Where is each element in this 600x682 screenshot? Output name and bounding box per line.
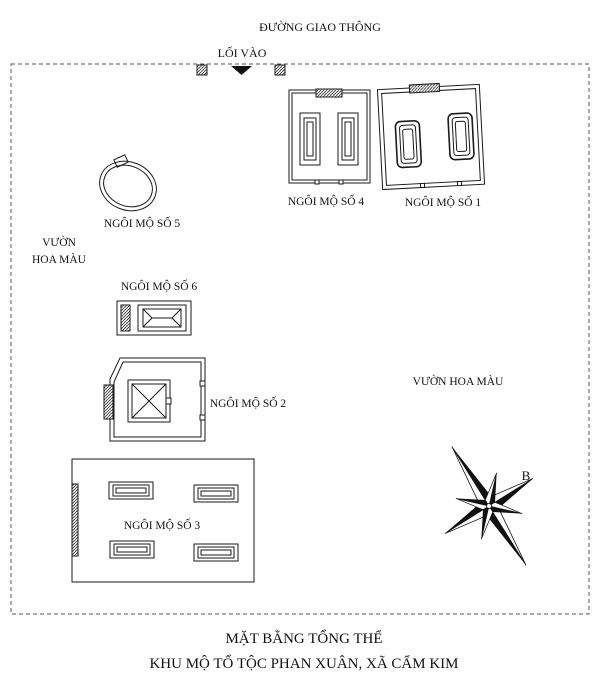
- tomb-1-grave-right: [447, 112, 475, 161]
- tomb-2-label: NGÔI MỘ SỐ 2: [210, 395, 287, 410]
- tomb-4-stele: [315, 88, 343, 98]
- entrance-label: LỐI VÀO: [218, 45, 267, 60]
- tomb-4-label: NGÔI MỘ SỐ 4: [288, 193, 365, 208]
- entrance-arrow-icon: [231, 66, 252, 75]
- tomb-5-label: NGÔI MỘ SỐ 5: [104, 215, 181, 230]
- tomb-1-label: NGÔI MỘ SỐ 1: [405, 194, 482, 209]
- garden-right-label: VƯỜN HOA MÀU: [413, 374, 504, 388]
- tomb-3-stele: [71, 483, 79, 557]
- tomb-4: [288, 88, 371, 185]
- compass-rose-icon: [444, 446, 534, 566]
- entrance-left-pillar: [196, 64, 208, 76]
- tomb-6-stele: [120, 304, 131, 332]
- tomb-1-grave-left: [394, 120, 423, 169]
- tomb-3-grave-bottom-left: [109, 540, 155, 559]
- tomb-3-grave-top-right: [193, 484, 239, 503]
- tomb-6: [116, 300, 192, 336]
- road-label: ĐƯỜNG GIAO THÔNG: [259, 20, 381, 34]
- tomb-3-grave-bottom-right: [193, 543, 239, 562]
- tomb-3: [71, 458, 255, 583]
- site-boundary: [10, 63, 590, 615]
- north-label: B: [522, 468, 531, 483]
- tomb-6-label: NGÔI MỘ SỐ 6: [121, 278, 198, 293]
- entrance-right-pillar: [274, 64, 286, 76]
- tomb-2-stele: [103, 384, 114, 420]
- tomb-3-grave-top-left: [108, 481, 154, 500]
- caption-title: MẶT BẰNG TỔNG THỂ: [225, 629, 382, 647]
- tomb-1: [376, 82, 486, 191]
- garden-left-label-line1: VƯỜN: [42, 235, 77, 249]
- tomb-4-grave-left: [299, 112, 321, 166]
- garden-left-label-line2: HOA MÀU: [32, 252, 87, 266]
- tomb-4-grave-right: [337, 112, 359, 166]
- entrance: [196, 64, 286, 76]
- caption-subtitle: KHU MỘ TỔ TỘC PHAN XUÂN, XÃ CẨM KIM: [149, 654, 458, 672]
- tomb-2: [103, 357, 206, 442]
- tomb-5: [99, 154, 157, 212]
- tomb-3-label: NGÔI MỘ SỐ 3: [124, 517, 201, 532]
- tomb-1-stele: [408, 82, 441, 94]
